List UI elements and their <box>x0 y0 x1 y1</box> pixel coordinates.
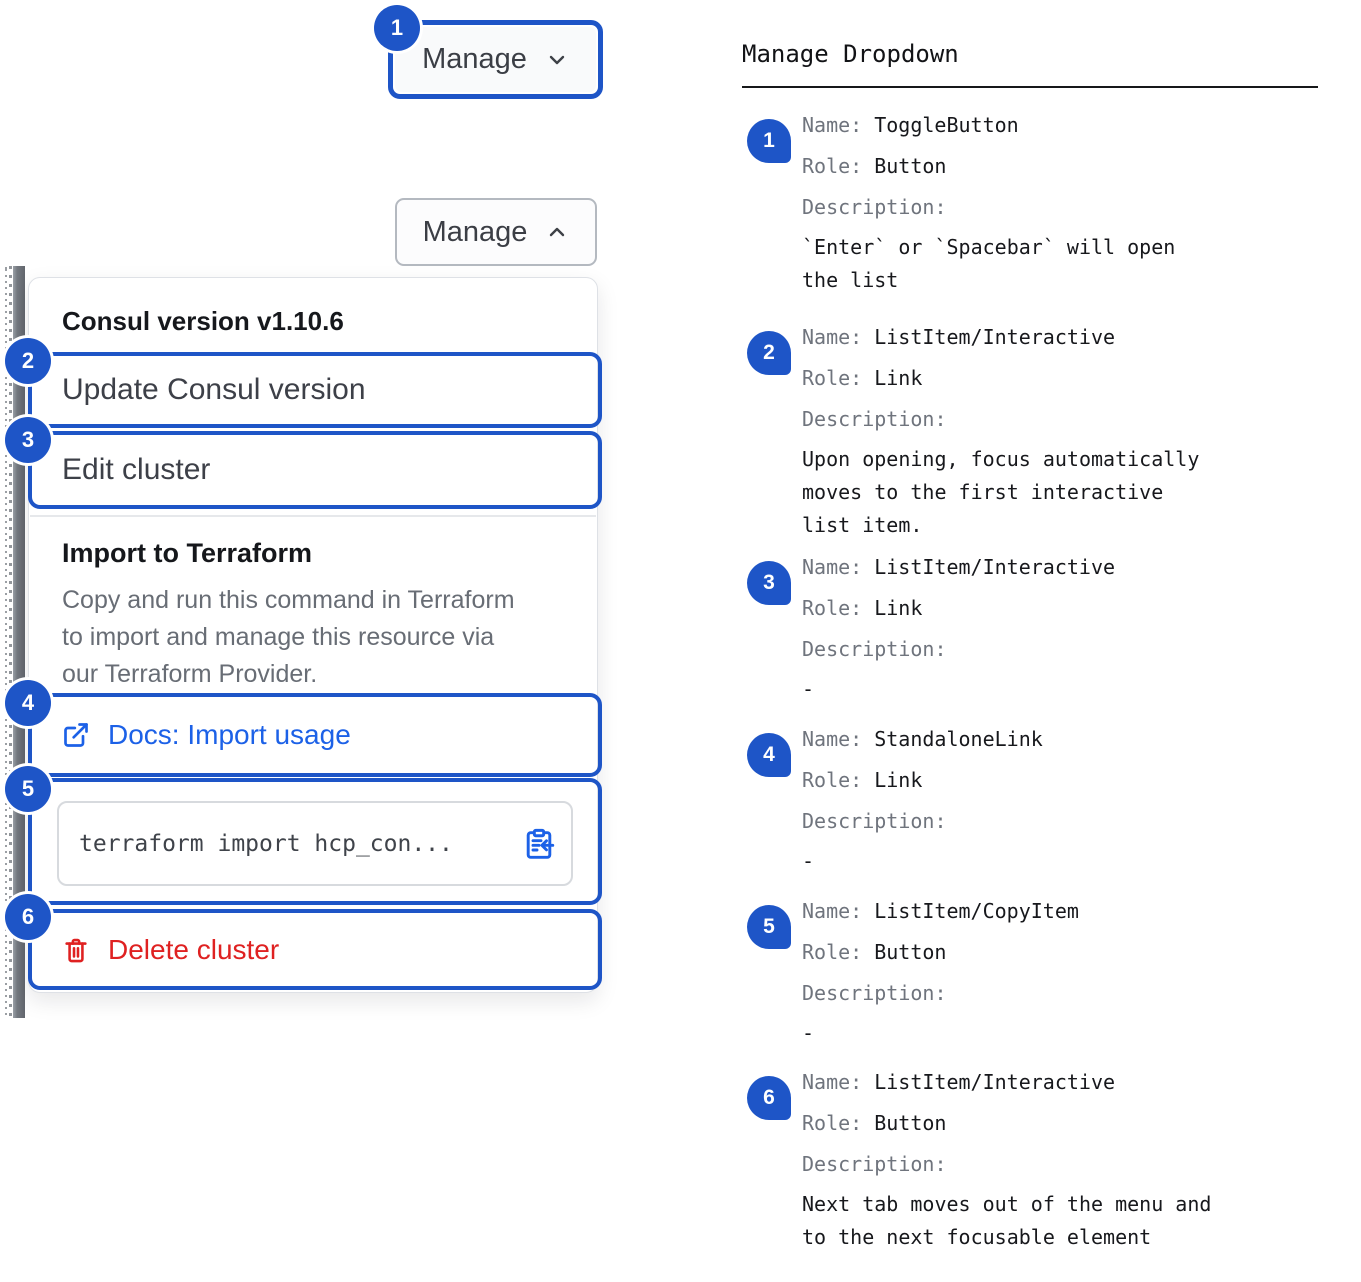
name-value: ListItem/CopyItem <box>874 899 1079 923</box>
legend-divider <box>742 86 1318 88</box>
description-value: `Enter` or `Spacebar` will open the list <box>802 235 1176 292</box>
manage-toggle-open[interactable]: Manage <box>395 198 597 266</box>
annotation-badge-4: 4 <box>5 680 51 726</box>
description-label: Description: <box>802 195 947 219</box>
manage-toggle-label: Manage <box>422 215 528 248</box>
role-value: Link <box>874 596 923 620</box>
legend-entry-3: 3 Name: ListItem/Interactive Role: Link De… <box>747 547 1272 706</box>
name-label: Name: <box>802 325 863 349</box>
role-label: Role: <box>802 940 863 964</box>
import-to-terraform-heading: Import to Terraform <box>62 538 313 568</box>
name-label: Name: <box>802 1070 863 1094</box>
description-value: - <box>802 849 815 873</box>
annotation-badge-1: 1 <box>374 5 420 51</box>
legend-badge-2: 2 <box>747 331 791 375</box>
name-label: Name: <box>802 727 863 751</box>
name-label: Name: <box>802 899 863 923</box>
name-label: Name: <box>802 113 863 137</box>
role-value: Button <box>874 1111 947 1135</box>
external-link-icon <box>64 723 88 747</box>
description-label: Description: <box>802 637 947 661</box>
legend-entry-1: 1 Name: ToggleButton Role: Button Descript… <box>747 105 1272 297</box>
menu-item-delete-cluster[interactable]: Delete cluster <box>28 909 602 990</box>
name-label: Name: <box>802 555 863 579</box>
description-value: - <box>802 1021 815 1045</box>
legend-badge-1: 1 <box>747 119 791 163</box>
role-value: Button <box>874 940 947 964</box>
menu-section-divider <box>30 515 596 517</box>
legend-badge-6: 6 <box>747 1076 791 1120</box>
name-value: ToggleButton <box>874 113 1019 137</box>
role-value: Link <box>874 366 923 390</box>
description-label: Description: <box>802 1152 947 1176</box>
description-value: - <box>802 677 815 701</box>
consul-version-heading: Consul version v1.10.6 <box>62 306 344 336</box>
legend-badge-4: 4 <box>747 733 791 777</box>
menu-item-edit-cluster[interactable]: Edit cluster <box>28 431 602 509</box>
annotation-badge-3: 3 <box>5 417 51 463</box>
legend-entry-6: 6 Name:ListItem/Interactive Role:Button … <box>747 1062 1272 1254</box>
description-value: Upon opening, focus automatically moves … <box>802 447 1200 537</box>
chevron-down-icon <box>549 55 565 64</box>
menu-item-docs-import-usage[interactable]: Docs: Import usage <box>28 693 602 777</box>
description-label: Description: <box>802 809 947 833</box>
docs-link-label: Docs: Import usage <box>108 719 351 750</box>
description-value: Next tab moves out of the menu and to th… <box>802 1192 1212 1249</box>
role-label: Role: <box>802 768 863 792</box>
role-value: Link <box>874 768 923 792</box>
description-label: Description: <box>802 981 947 1005</box>
terraform-import-command: terraform import hcp_con... <box>79 830 453 857</box>
manage-toggle-label: Manage <box>422 43 527 75</box>
legend-badge-5: 5 <box>747 905 791 949</box>
role-label: Role: <box>802 154 863 178</box>
legend-title: Manage Dropdown <box>742 40 959 68</box>
menu-item-copy-command: terraform import hcp_con... <box>28 778 602 905</box>
role-label: Role: <box>802 596 863 620</box>
legend-entry-2: 2 Name: ListItem/Interactive Role: Link De… <box>747 317 1272 542</box>
legend-badge-3: 3 <box>747 561 791 605</box>
clipboard-copy-icon <box>526 828 555 859</box>
description-label: Description: <box>802 407 947 431</box>
legend-entry-4: 4 Name: StandaloneLink Role: Link Descript… <box>747 719 1272 878</box>
role-label: Role: <box>802 1111 863 1135</box>
import-to-terraform-description: Copy and run this command in Terraform t… <box>62 586 515 688</box>
menu-item-update-consul-version[interactable]: Update Consul version <box>28 352 602 428</box>
menu-item-label: Update Consul version <box>62 373 366 406</box>
name-value: ListItem/Interactive <box>874 325 1116 349</box>
menu-item-label: Edit cluster <box>62 453 211 486</box>
terraform-import-code-field[interactable]: terraform import hcp_con... <box>57 801 573 886</box>
annotation-badge-2: 2 <box>5 338 51 384</box>
copy-to-clipboard-button[interactable] <box>523 828 555 860</box>
role-label: Role: <box>802 366 863 390</box>
annotation-badge-5: 5 <box>5 766 51 812</box>
name-value: ListItem/Interactive <box>874 555 1116 579</box>
manage-toggle-closed[interactable]: Manage <box>388 20 603 99</box>
legend-entry-5: 5 Name: ListItem/CopyItem Role: Button Des… <box>747 891 1272 1050</box>
name-value: ListItem/Interactive <box>874 1070 1116 1094</box>
trash-icon <box>65 938 87 962</box>
role-value: Button <box>874 154 947 178</box>
name-value: StandaloneLink <box>874 727 1043 751</box>
chevron-up-icon <box>550 227 565 237</box>
delete-cluster-label: Delete cluster <box>108 933 280 965</box>
annotation-badge-6: 6 <box>5 894 51 940</box>
